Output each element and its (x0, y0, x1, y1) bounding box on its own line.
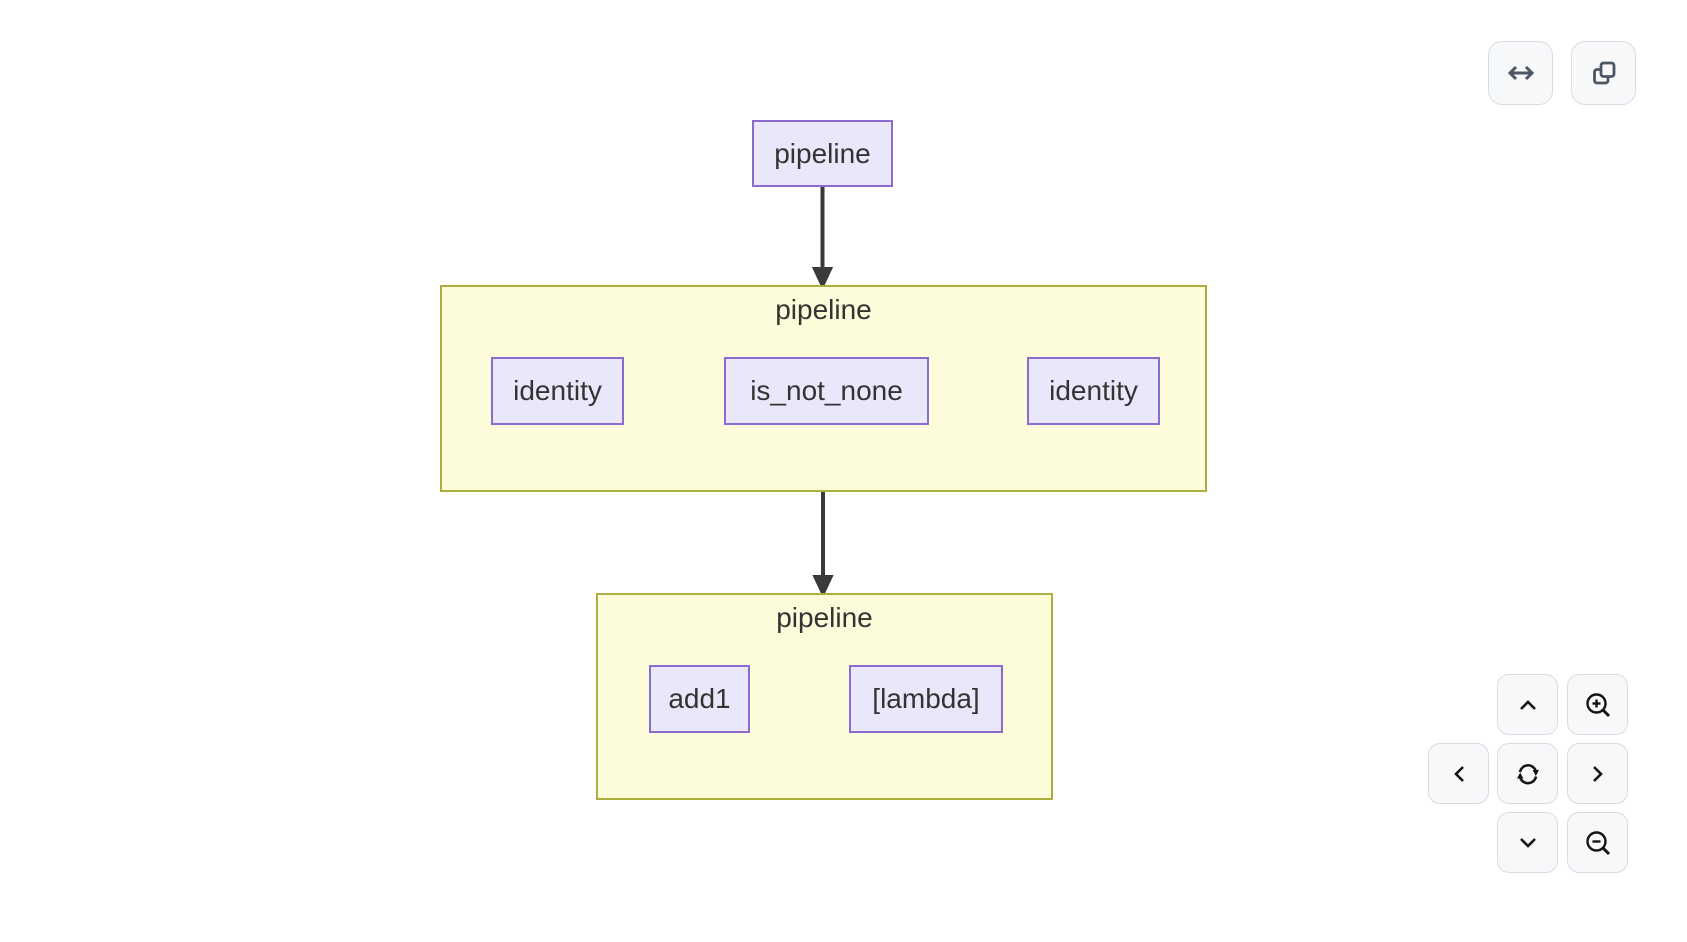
group-1-label: pipeline (775, 294, 872, 325)
copy-icon (1592, 61, 1615, 85)
pan-right-button[interactable] (1567, 743, 1628, 804)
node-identity-1[interactable]: identity (491, 357, 624, 425)
fit-width-button[interactable] (1488, 41, 1553, 105)
node-pipeline-root[interactable]: pipeline (752, 120, 893, 187)
refresh-icon (1516, 763, 1539, 784)
zoom-out-icon (1585, 830, 1610, 855)
edge-root-to-group1-arrowhead (811, 267, 834, 290)
chevron-down-icon (1519, 837, 1536, 848)
group-pipeline-2[interactable]: pipeline add1 [lambda] (596, 593, 1053, 800)
node-is-not-none[interactable]: is_not_none (724, 357, 929, 425)
chevron-left-icon (1453, 765, 1464, 782)
edge-group1-to-group2-arrowhead (812, 575, 834, 598)
zoom-in-button[interactable] (1567, 674, 1628, 735)
node-lambda[interactable]: [lambda] (849, 665, 1003, 733)
pan-down-button[interactable] (1497, 812, 1558, 873)
pan-left-button[interactable] (1428, 743, 1489, 804)
node-add1[interactable]: add1 (649, 665, 750, 733)
chevron-right-icon (1592, 765, 1603, 782)
zoom-in-icon (1585, 692, 1610, 717)
group-2-label: pipeline (776, 602, 873, 633)
node-identity-2[interactable]: identity (1027, 357, 1160, 425)
chevron-up-icon (1519, 699, 1536, 710)
pan-up-button[interactable] (1497, 674, 1558, 735)
reset-view-button[interactable] (1497, 743, 1558, 804)
horizontal-resize-icon (1507, 65, 1534, 81)
group-pipeline-1[interactable]: pipeline identity is_not_none identity (440, 285, 1207, 492)
copy-button[interactable] (1571, 41, 1636, 105)
zoom-out-button[interactable] (1567, 812, 1628, 873)
